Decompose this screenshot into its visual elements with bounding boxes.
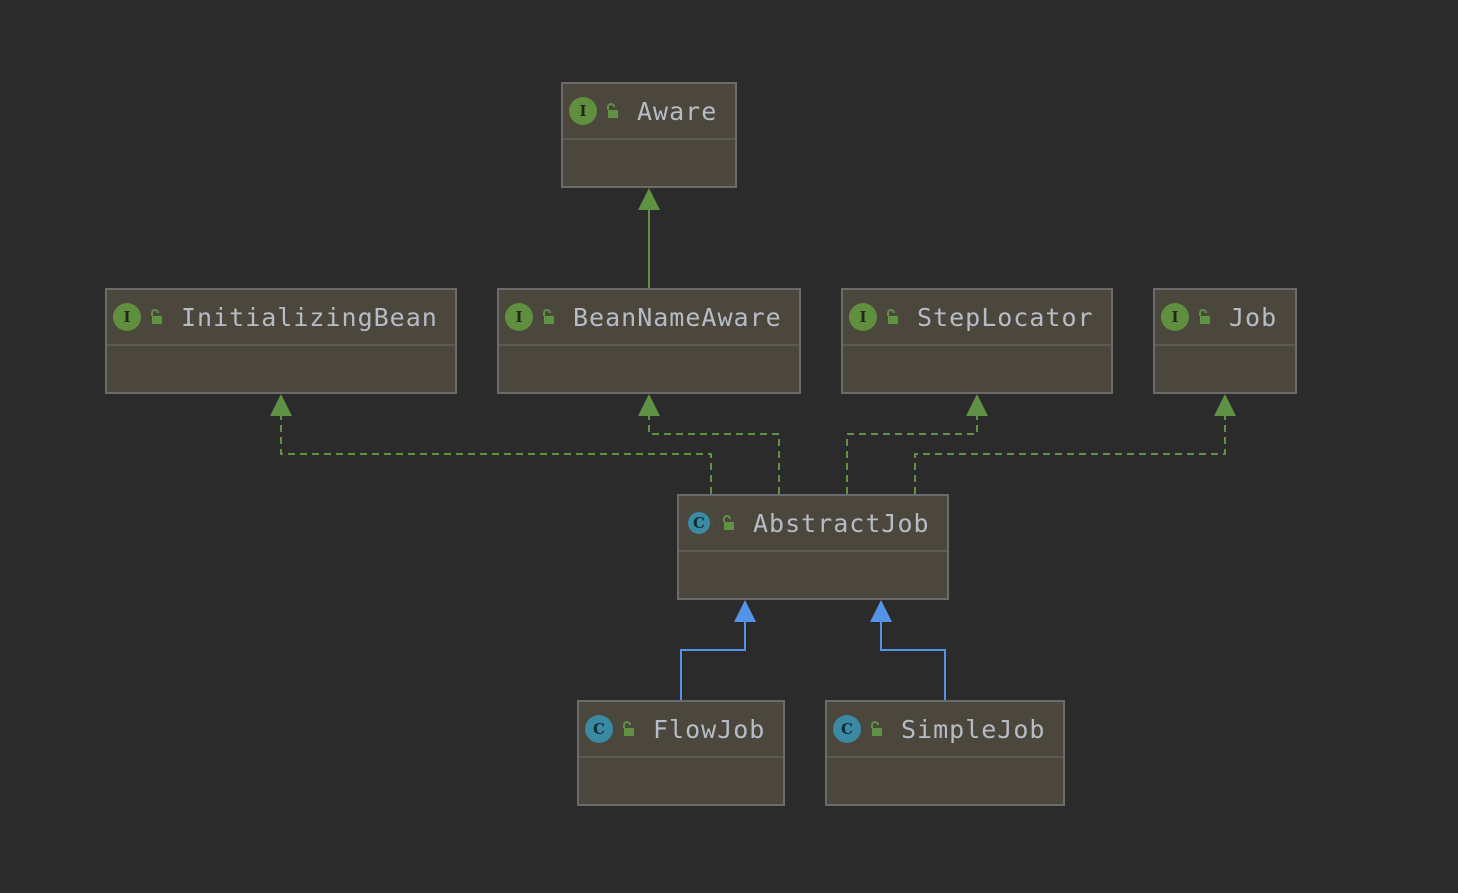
node-header: I Aware bbox=[563, 84, 735, 140]
arrowhead-icon bbox=[1214, 394, 1236, 416]
node-bean-name-aware[interactable]: I BeanNameAware bbox=[497, 288, 801, 394]
public-lock-icon bbox=[887, 309, 898, 324]
interface-icon: I bbox=[849, 303, 877, 331]
node-abstract-job[interactable]: C AbstractJob bbox=[677, 494, 949, 600]
edge-line bbox=[280, 416, 712, 494]
edge-abstract-job-to-job bbox=[914, 394, 1236, 494]
public-lock-icon bbox=[151, 309, 162, 324]
interface-icon: I bbox=[505, 303, 533, 331]
node-name: SimpleJob bbox=[901, 714, 1046, 744]
edge-line bbox=[846, 416, 978, 494]
node-initializing-bean[interactable]: I InitializingBean bbox=[105, 288, 457, 394]
node-header: C SimpleJob bbox=[827, 702, 1063, 758]
public-lock-icon bbox=[871, 721, 882, 736]
edge-line bbox=[914, 416, 1226, 494]
node-name: StepLocator bbox=[917, 302, 1094, 332]
class-icon: C bbox=[585, 715, 613, 743]
edge-line bbox=[880, 622, 946, 700]
edge-abstract-job-to-step-locator bbox=[846, 394, 988, 494]
edge-simple-job-to-abstract-job bbox=[870, 600, 946, 700]
node-header: C AbstractJob bbox=[679, 496, 947, 552]
edge-flow-job-to-abstract-job bbox=[680, 600, 756, 700]
abstract-class-icon: C bbox=[685, 509, 713, 537]
node-name: InitializingBean bbox=[181, 302, 438, 332]
node-aware[interactable]: I Aware bbox=[561, 82, 737, 188]
arrowhead-icon bbox=[734, 600, 756, 622]
edge-line bbox=[680, 622, 746, 700]
arrowhead-icon bbox=[638, 394, 660, 416]
node-job[interactable]: I Job bbox=[1153, 288, 1297, 394]
public-lock-icon bbox=[543, 309, 554, 324]
node-name: AbstractJob bbox=[753, 508, 930, 538]
arrowhead-icon bbox=[270, 394, 292, 416]
node-header: I StepLocator bbox=[843, 290, 1111, 346]
node-simple-job[interactable]: C SimpleJob bbox=[825, 700, 1065, 806]
node-flow-job[interactable]: C FlowJob bbox=[577, 700, 785, 806]
node-name: Aware bbox=[637, 96, 718, 126]
node-name: Job bbox=[1229, 302, 1278, 332]
node-header: C FlowJob bbox=[579, 702, 783, 758]
public-lock-icon bbox=[1199, 309, 1210, 324]
interface-icon: I bbox=[113, 303, 141, 331]
node-step-locator[interactable]: I StepLocator bbox=[841, 288, 1113, 394]
interface-icon: I bbox=[1161, 303, 1189, 331]
class-icon: C bbox=[833, 715, 861, 743]
node-header: I InitializingBean bbox=[107, 290, 455, 346]
public-lock-icon bbox=[723, 515, 734, 530]
node-header: I BeanNameAware bbox=[499, 290, 799, 346]
edge-abstract-job-to-initializing-bean bbox=[270, 394, 712, 494]
node-header: I Job bbox=[1155, 290, 1295, 346]
edge-bean-name-aware-to-aware bbox=[638, 188, 660, 288]
edge-abstract-job-to-bean-name-aware bbox=[638, 394, 780, 494]
node-name: BeanNameAware bbox=[573, 302, 782, 332]
public-lock-icon bbox=[623, 721, 634, 736]
arrowhead-icon bbox=[870, 600, 892, 622]
node-name: FlowJob bbox=[653, 714, 766, 744]
arrowhead-icon bbox=[966, 394, 988, 416]
interface-icon: I bbox=[569, 97, 597, 125]
edge-line bbox=[648, 416, 780, 494]
arrowhead-icon bbox=[638, 188, 660, 210]
public-lock-icon bbox=[607, 103, 618, 118]
